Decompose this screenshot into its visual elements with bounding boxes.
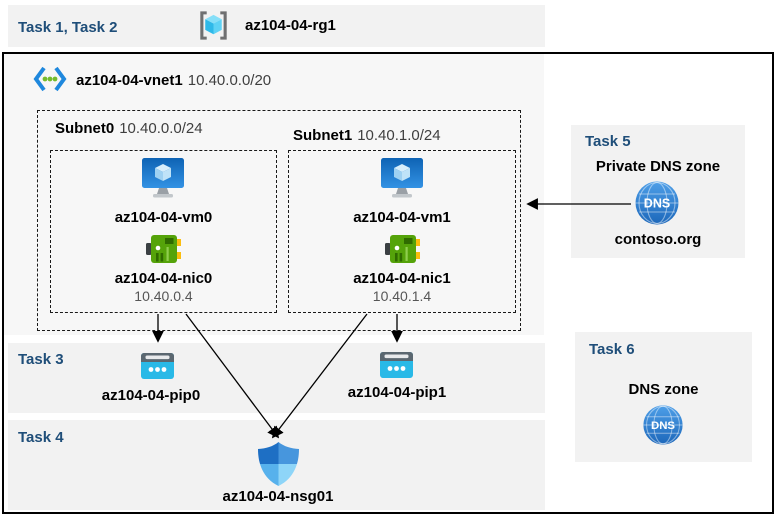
network-interface-icon bbox=[384, 231, 420, 272]
diagram-outer-border bbox=[2, 52, 774, 514]
public-ip-icon bbox=[139, 347, 176, 389]
nsg-name: az104-04-nsg01 bbox=[222, 488, 334, 505]
private-dns-zone-icon: DNS bbox=[634, 180, 680, 231]
network-security-group-icon bbox=[256, 441, 301, 492]
nic1-name: az104-04-nic1 bbox=[353, 270, 451, 287]
pip0-name: az104-04-pip0 bbox=[101, 387, 201, 404]
private-dns-icon-text: DNS bbox=[644, 197, 670, 211]
subnet1-box bbox=[288, 150, 516, 313]
subnet0-cidr: 10.40.0.0/24 bbox=[119, 120, 203, 137]
subnet0-box bbox=[50, 150, 277, 313]
public-ip-icon bbox=[378, 346, 415, 388]
vm0-name: az104-04-vm0 bbox=[114, 209, 213, 226]
subnet1-cidr: 10.40.1.0/24 bbox=[357, 127, 441, 144]
virtual-network-icon bbox=[33, 64, 67, 99]
task-6-label: Task 6 bbox=[589, 341, 635, 358]
vnet-region bbox=[4, 54, 544, 335]
vnet-name: az104-04-vnet1 bbox=[76, 72, 183, 89]
task-1-2-region bbox=[8, 5, 545, 47]
pip1-name: az104-04-pip1 bbox=[347, 384, 447, 401]
nic1-ip: 10.40.1.4 bbox=[372, 288, 432, 304]
dns-zone-title: DNS zone bbox=[628, 381, 699, 398]
subnet1-name: Subnet1 bbox=[293, 127, 353, 144]
resource-group-name: az104-04-rg1 bbox=[245, 17, 336, 34]
virtual-machine-icon bbox=[379, 156, 425, 205]
resource-group-icon bbox=[197, 9, 230, 47]
dns-zone-icon-text: DNS bbox=[651, 420, 675, 432]
dns-zone-icon: DNS bbox=[642, 404, 684, 451]
subnet0-name: Subnet0 bbox=[55, 120, 115, 137]
private-dns-zone-title: Private DNS zone bbox=[595, 158, 721, 175]
nic0-ip: 10.40.0.4 bbox=[134, 288, 193, 304]
task-1-2-label: Task 1, Task 2 bbox=[18, 19, 118, 36]
task-3-label: Task 3 bbox=[18, 351, 64, 368]
task-5-label: Task 5 bbox=[585, 133, 631, 150]
vnet-cidr: 10.40.0.0/20 bbox=[187, 72, 272, 89]
private-dns-zone-name: contoso.org bbox=[614, 231, 702, 248]
virtual-machine-icon bbox=[140, 156, 186, 205]
vm1-name: az104-04-vm1 bbox=[353, 209, 451, 226]
task-4-label: Task 4 bbox=[18, 429, 64, 446]
network-interface-icon bbox=[145, 231, 181, 272]
nic0-name: az104-04-nic0 bbox=[114, 270, 213, 287]
